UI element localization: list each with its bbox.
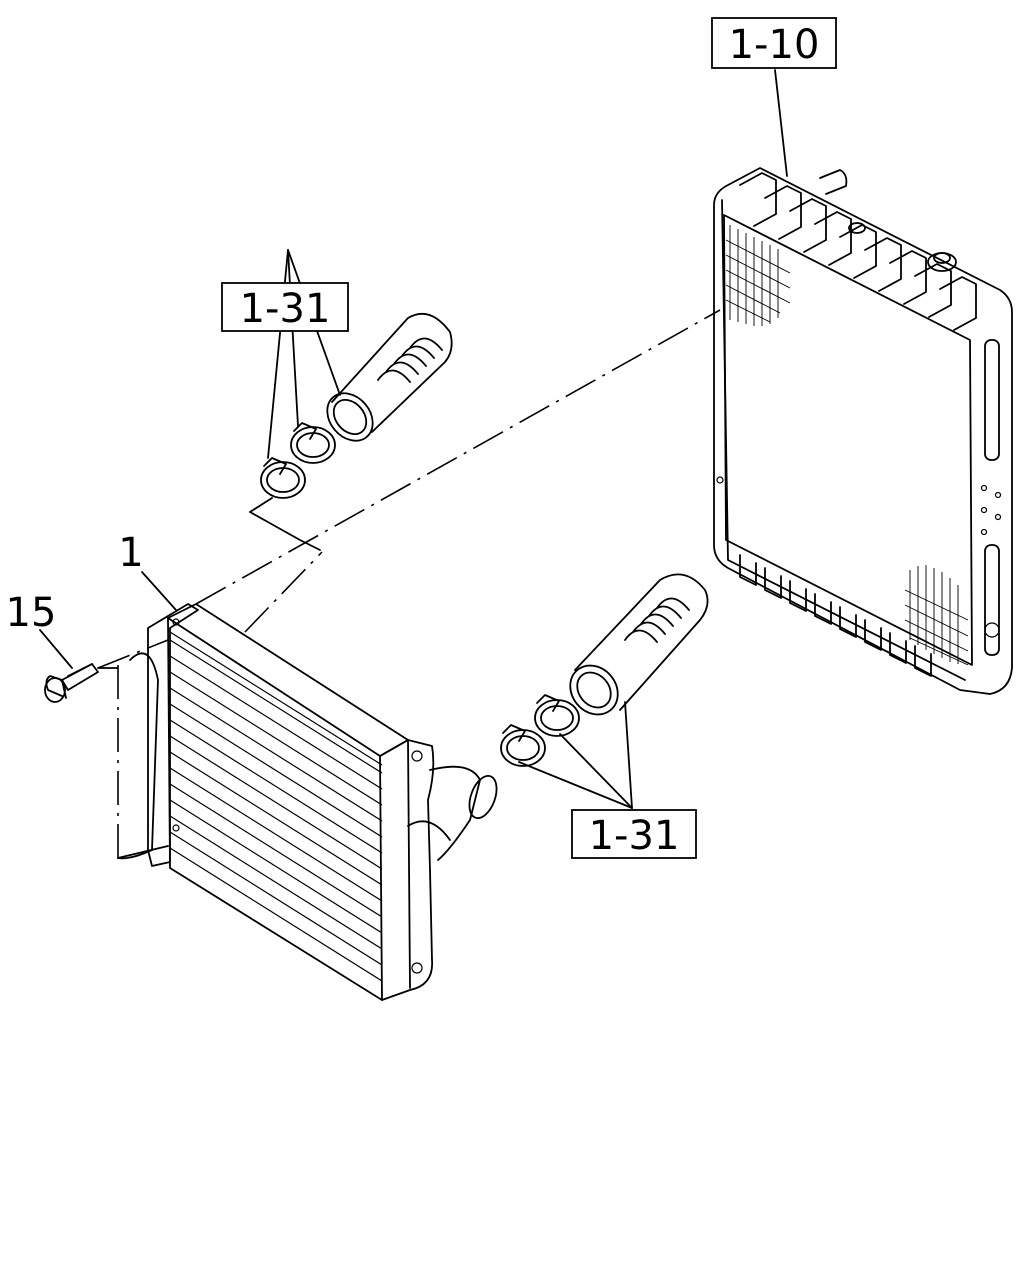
- callout-label: 1-31: [589, 813, 680, 859]
- hose-clamp: [534, 694, 580, 737]
- upper-hose-assembly: [260, 312, 453, 499]
- lower-hose-assembly: [500, 573, 709, 767]
- callout-1-31-lower[interactable]: 1-31: [571, 809, 697, 859]
- item-number-1[interactable]: 1: [118, 530, 143, 576]
- hose-clamp: [290, 422, 336, 464]
- item-number-15[interactable]: 15: [6, 590, 57, 636]
- callout-label: 1-10: [729, 22, 820, 68]
- item-label: 1: [118, 530, 143, 576]
- hose-clamp: [500, 724, 546, 767]
- callout-1-10[interactable]: 1-10: [711, 17, 837, 69]
- hose-clamp: [260, 457, 306, 499]
- bolt: [44, 663, 99, 703]
- intercooler: [117, 603, 498, 1001]
- callout-1-31-upper[interactable]: 1-31: [221, 282, 349, 332]
- callout-label: 1-31: [240, 286, 331, 332]
- item-label: 15: [6, 590, 57, 636]
- radiator: [713, 167, 1013, 695]
